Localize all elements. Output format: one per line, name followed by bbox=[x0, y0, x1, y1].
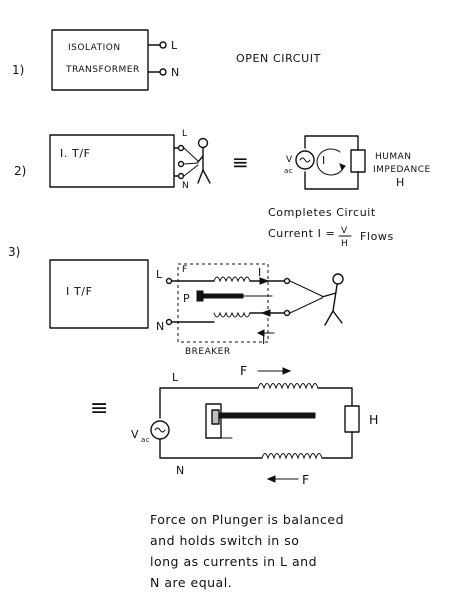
source-ac-4: ac bbox=[141, 436, 150, 444]
current-bottom-3: I bbox=[262, 334, 266, 347]
current-loop-arrow bbox=[316, 148, 343, 176]
explanation-line-3: long as currents in L and bbox=[150, 554, 317, 569]
load-label-line1: HUMAN bbox=[375, 152, 412, 162]
coil-n-3 bbox=[213, 311, 251, 318]
switch-contact-box bbox=[205, 403, 222, 439]
ac-source-2 bbox=[295, 150, 315, 170]
plunger-head-3 bbox=[196, 290, 204, 302]
source-v-4: V bbox=[131, 428, 139, 441]
transformer-label-line2: TRANSFORMER bbox=[65, 65, 140, 75]
isolation-transformer-box bbox=[51, 29, 149, 91]
terminal-l-4-label: L bbox=[172, 371, 179, 384]
transformer-box-3 bbox=[49, 259, 149, 329]
loop-current-i: I bbox=[322, 154, 326, 167]
current-formula-post: Flows bbox=[360, 230, 394, 243]
completes-circuit-note: Completes Circuit bbox=[268, 206, 376, 219]
coil-n-4 bbox=[261, 453, 323, 460]
human-impedance-resistor-4 bbox=[344, 405, 360, 433]
breaker-contact-n bbox=[283, 309, 291, 317]
terminal-n-4-label: N bbox=[176, 464, 185, 477]
breaker-enclosure bbox=[177, 263, 269, 343]
open-circuit-caption: OPEN CIRCUIT bbox=[236, 52, 321, 65]
force-bottom-4: F bbox=[302, 472, 310, 487]
current-top-3: I bbox=[258, 266, 262, 279]
transformer-box-3-label: I T/F bbox=[66, 285, 93, 298]
step-2-number: 2) bbox=[14, 164, 26, 178]
coil-l-3 bbox=[213, 276, 251, 283]
terminal-n-2-label: N bbox=[182, 181, 189, 191]
step-4-equivalent: ≡ L N F H V ac F Force on Plunger is bal… bbox=[90, 363, 379, 590]
plunger-rod-3 bbox=[202, 293, 244, 299]
force-top-4: F bbox=[240, 363, 248, 378]
explanation-line-2: and holds switch in so bbox=[150, 533, 299, 548]
person-figure-2 bbox=[197, 137, 211, 184]
hand-line-top bbox=[183, 147, 199, 162]
current-formula-pre: Current I = bbox=[268, 227, 335, 240]
hand-line-bottom bbox=[183, 164, 199, 177]
load-label-line2: IMPEDANCE bbox=[373, 165, 431, 175]
equivalence-symbol-4: ≡ bbox=[90, 396, 109, 421]
terminal-mid-2 bbox=[177, 160, 185, 168]
current-formula-num: V bbox=[341, 226, 348, 236]
step-3-breaker: 3) I T/F L N F P I I bbox=[8, 245, 344, 357]
plunger-rod-4 bbox=[218, 412, 316, 419]
explanation-line-1: Force on Plunger is balanced bbox=[150, 512, 344, 527]
step-3-number: 3) bbox=[8, 245, 20, 259]
transformer-box-2-label: I. T/F bbox=[60, 147, 91, 160]
equivalent-circuit-2 bbox=[295, 135, 366, 190]
breaker-contact-l bbox=[283, 277, 291, 285]
person-figure-3 bbox=[321, 273, 344, 326]
step-1-number: 1) bbox=[12, 63, 24, 77]
terminal-n-3 bbox=[165, 318, 173, 326]
terminal-l-1-label: L bbox=[171, 39, 178, 52]
load-label-line3: H bbox=[396, 176, 405, 189]
human-impedance-resistor bbox=[350, 149, 366, 173]
terminal-l-2 bbox=[177, 144, 185, 152]
terminal-n-3-label: N bbox=[156, 320, 165, 333]
step-1-open-circuit: 1) ISOLATION TRANSFORMER L N OPEN CIRCUI… bbox=[12, 29, 321, 91]
source-ac-2: ac bbox=[284, 167, 293, 175]
terminal-n-1-label: N bbox=[171, 66, 180, 79]
transformer-box-2 bbox=[49, 134, 175, 188]
load-label-4: H bbox=[369, 412, 379, 427]
terminal-l-2-label: L bbox=[182, 129, 188, 139]
plunger-head-4 bbox=[211, 409, 220, 425]
transformer-label-line1: ISOLATION bbox=[68, 43, 121, 53]
terminal-l-1 bbox=[159, 41, 167, 49]
force-top-3: F bbox=[182, 265, 188, 275]
step-2-human-contact: 2) I. T/F L N ≡ bbox=[14, 129, 431, 249]
explanation-line-4: N are equal. bbox=[150, 575, 232, 590]
terminal-n-2 bbox=[177, 172, 185, 180]
coil-l-4 bbox=[257, 383, 319, 390]
source-v-2: V bbox=[286, 155, 293, 165]
equivalence-symbol-2: ≡ bbox=[232, 150, 249, 174]
current-formula-den: H bbox=[341, 239, 348, 249]
terminal-l-3 bbox=[165, 277, 173, 285]
plunger-label: P bbox=[183, 292, 190, 305]
breaker-label: BREAKER bbox=[185, 347, 231, 357]
hand-line-mid bbox=[183, 162, 199, 165]
terminal-l-3-label: L bbox=[156, 268, 163, 281]
terminal-n-1 bbox=[159, 68, 167, 76]
